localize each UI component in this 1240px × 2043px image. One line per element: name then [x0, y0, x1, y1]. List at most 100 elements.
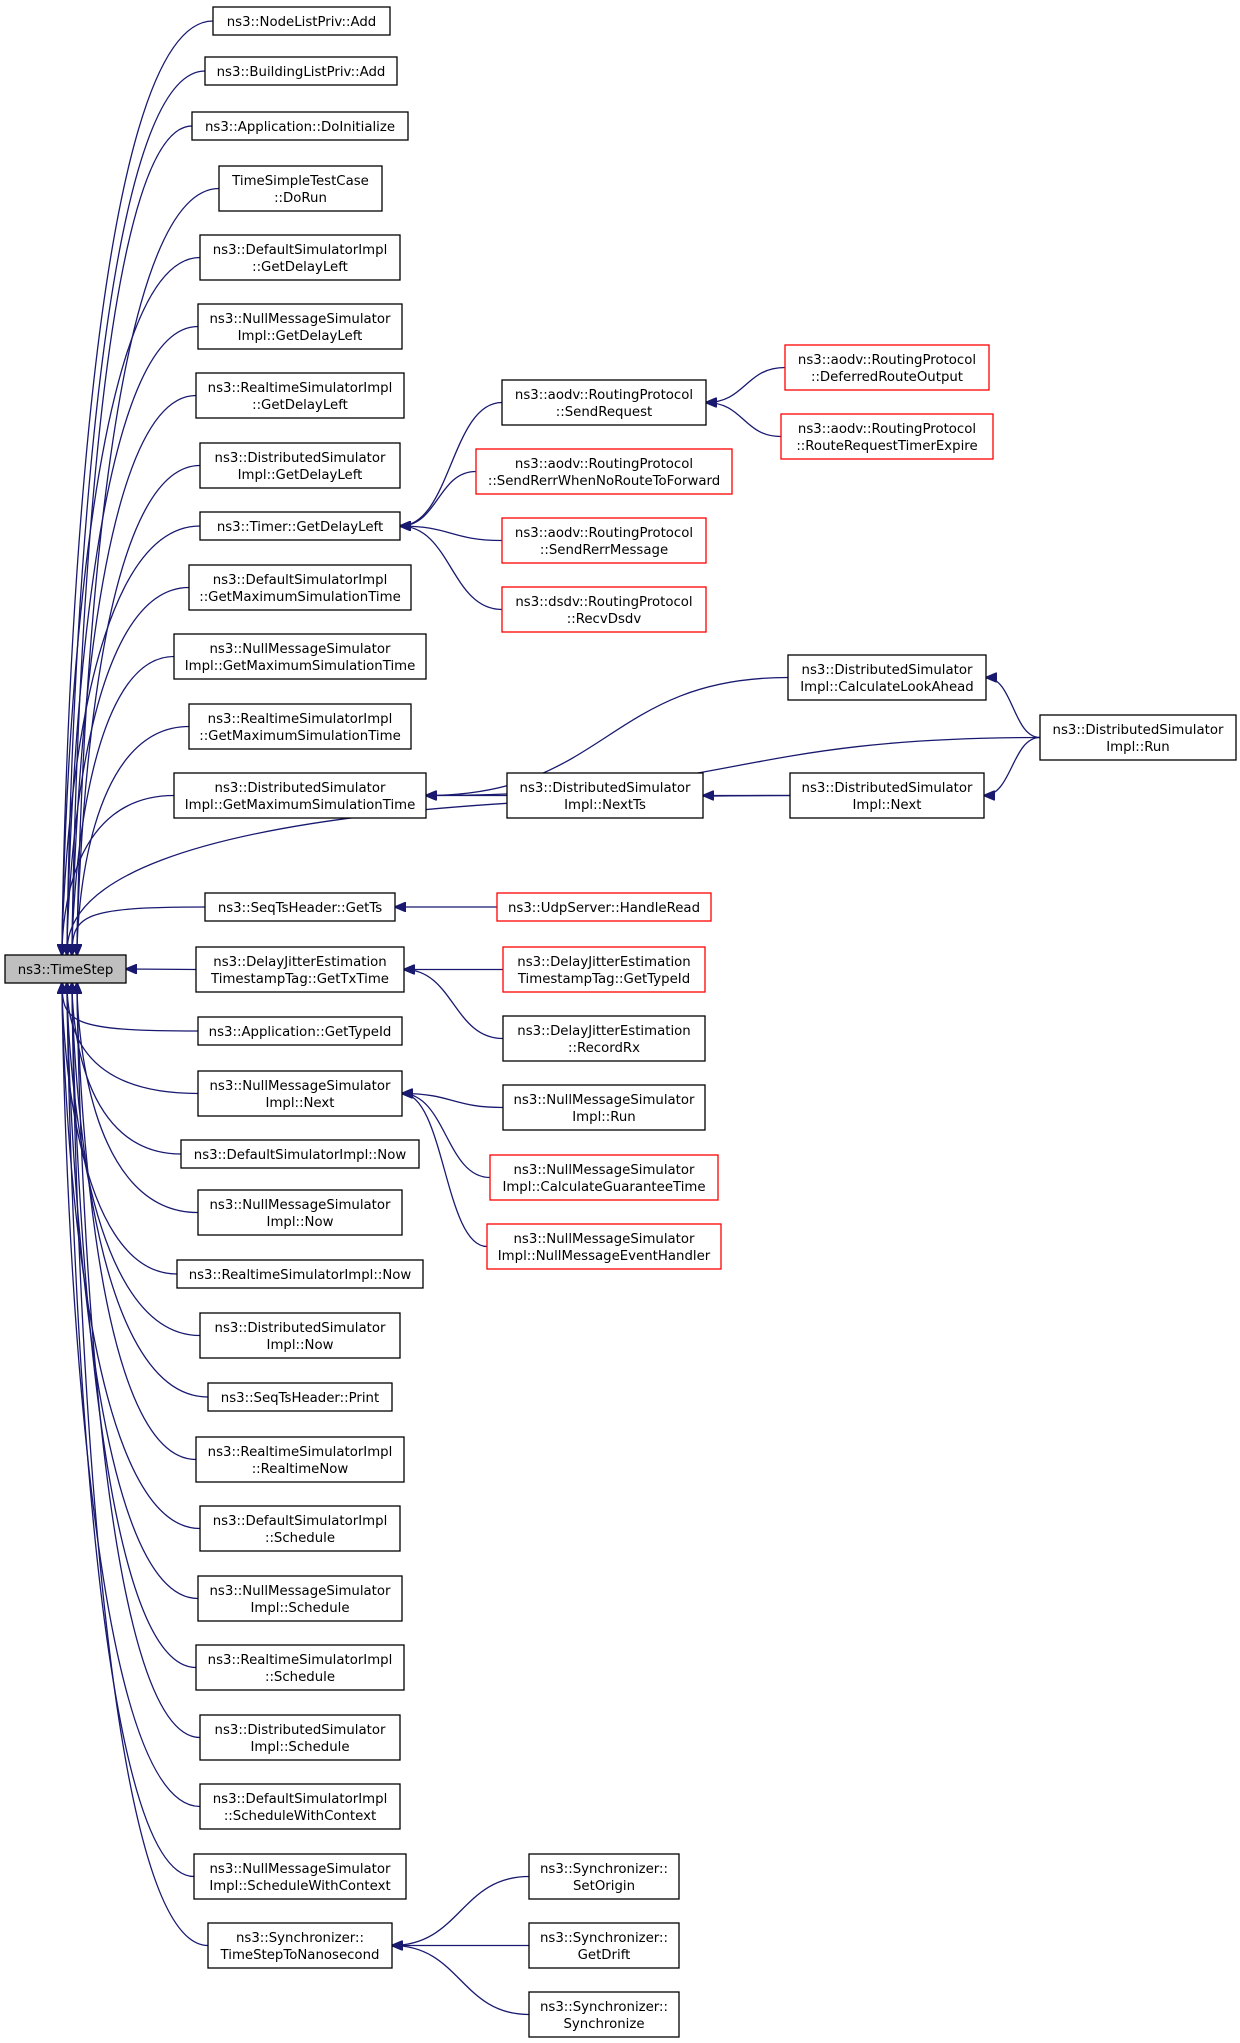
node-default_schedctx[interactable]: ns3::DefaultSimulatorImpl::ScheduleWithC… — [199, 1783, 401, 1830]
node-label: ns3::DefaultSimulatorImpl — [213, 1514, 388, 1529]
edge-nullmsg_run-to-nullmsg_next — [402, 1094, 504, 1109]
node-default_schedule[interactable]: ns3::DefaultSimulatorImpl::Schedule — [199, 1505, 401, 1552]
node-label: Impl::Run — [572, 1110, 635, 1125]
node-default_now[interactable]: ns3::DefaultSimulatorImpl::Now — [180, 1139, 420, 1169]
node-box — [204, 56, 398, 86]
node-label: ns3::NullMessageSimulator — [210, 1198, 392, 1213]
node-dist_getmaxsim[interactable]: ns3::DistributedSimulatorImpl::GetMaximu… — [173, 772, 427, 819]
node-sync_setorigin[interactable]: ns3::Synchronizer::SetOrigin — [528, 1853, 680, 1900]
node-aodv_senderrnoroute[interactable]: ns3::aodv::RoutingProtocol::SendRerrWhen… — [475, 448, 733, 495]
node-realtime_realtimenow[interactable]: ns3::RealtimeSimulatorImpl::RealtimeNow — [195, 1436, 405, 1483]
node-sync_getdrift[interactable]: ns3::Synchronizer::GetDrift — [528, 1922, 680, 1969]
node-realtime_getmaxsim[interactable]: ns3::RealtimeSimulatorImpl::GetMaximumSi… — [188, 703, 412, 750]
node-label: ns3::DefaultSimulatorImpl::Now — [194, 1148, 407, 1163]
node-aodv_deferred[interactable]: ns3::aodv::RoutingProtocol::DeferredRout… — [784, 344, 990, 391]
node-label: ns3::Synchronizer:: — [540, 1931, 668, 1946]
node-box — [195, 1436, 405, 1483]
node-label: Impl::GetMaximumSimulationTime — [185, 798, 416, 813]
node-timestep[interactable]: ns3::TimeStep — [4, 954, 127, 984]
node-label: ns3::DistributedSimulator — [1053, 723, 1224, 738]
node-nullmsg_schedctx[interactable]: ns3::NullMessageSimulatorImpl::ScheduleW… — [193, 1853, 407, 1900]
node-box — [4, 954, 127, 984]
node-label: ::RecvDsdv — [567, 612, 642, 627]
node-default_getdelayleft[interactable]: ns3::DefaultSimulatorImpl::GetDelayLeft — [199, 234, 401, 281]
node-box — [195, 1644, 405, 1691]
node-label: ns3::NullMessageSimulator — [514, 1232, 696, 1247]
node-label: ns3::RealtimeSimulatorImpl — [208, 1653, 393, 1668]
node-seqts_print[interactable]: ns3::SeqTsHeader::Print — [207, 1382, 393, 1412]
node-realtime_getdelayleft[interactable]: ns3::RealtimeSimulatorImpl::GetDelayLeft — [195, 372, 405, 419]
node-box — [199, 1714, 401, 1761]
node-buildinglist_add[interactable]: ns3::BuildingListPriv::Add — [204, 56, 398, 86]
node-box — [784, 344, 990, 391]
node-nullmsg_getmaxsim[interactable]: ns3::NullMessageSimulatorImpl::GetMaximu… — [173, 633, 427, 680]
node-label: ns3::DistributedSimulator — [520, 781, 691, 796]
edge-aodv_senderrnoroute-to-timer_getdelayleft — [400, 470, 477, 527]
node-label: ns3::DistributedSimulator — [215, 451, 386, 466]
node-aodv_senderrmsg[interactable]: ns3::aodv::RoutingProtocol::SendRerrMess… — [501, 517, 707, 564]
node-realtime_schedule[interactable]: ns3::RealtimeSimulatorImpl::Schedule — [195, 1644, 405, 1691]
node-app_gettypeid[interactable]: ns3::Application::GetTypeId — [197, 1016, 403, 1046]
node-aodv_routereqtimer[interactable]: ns3::aodv::RoutingProtocol::RouteRequest… — [780, 413, 994, 460]
node-label: Impl::Schedule — [250, 1601, 349, 1616]
node-label: ns3::Synchronizer:: — [540, 2000, 668, 2015]
nodes-layer: ns3::TimeStep ns3::NodeListPriv::Addns3::… — [4, 6, 1237, 2038]
edge-dist_schedule-to-timestep — [77, 983, 201, 1739]
node-label: ::SendRequest — [556, 405, 652, 420]
node-label: ns3::NullMessageSimulator — [210, 1862, 392, 1877]
node-label: Impl::GetDelayLeft — [238, 329, 363, 344]
node-label: TimeStepToNanosecond — [220, 1948, 380, 1963]
node-label: Impl::Run — [1106, 740, 1169, 755]
node-label: ns3::aodv::RoutingProtocol — [798, 353, 976, 368]
node-default_getmaxsim[interactable]: ns3::DefaultSimulatorImpl::GetMaximumSim… — [188, 564, 412, 611]
node-box — [188, 564, 412, 611]
node-seqts_getts[interactable]: ns3::SeqTsHeader::GetTs — [204, 892, 396, 922]
edge-dist_calclookahead-to-dist_getmaxsim — [426, 676, 789, 796]
edge-default_getdelayleft-to-timestep — [62, 256, 201, 956]
node-app_doinit[interactable]: ns3::Application::DoInitialize — [191, 111, 409, 141]
node-delayjitter_gettypeid[interactable]: ns3::DelayJitterEstimationTimestampTag::… — [502, 946, 706, 993]
node-sync_synchronize[interactable]: ns3::Synchronizer::Synchronize — [528, 1991, 680, 2038]
node-dsdv_recvdsdv[interactable]: ns3::dsdv::RoutingProtocol::RecvDsdv — [501, 586, 707, 633]
node-sync_timesteptonano[interactable]: ns3::Synchronizer::TimeStepToNanosecond — [207, 1922, 393, 1969]
node-nullmsg_getdelayleft[interactable]: ns3::NullMessageSimulatorImpl::GetDelayL… — [197, 303, 403, 350]
node-label: ::SendRerrWhenNoRouteToForward — [488, 474, 720, 489]
node-label: ::GetDelayLeft — [252, 260, 348, 275]
edge-sync_timesteptonano-to-timestep — [72, 983, 209, 1947]
node-label: ns3::NodeListPriv::Add — [227, 15, 377, 30]
node-nodelist_add[interactable]: ns3::NodeListPriv::Add — [212, 6, 391, 36]
node-udpserver_handleread[interactable]: ns3::UdpServer::HandleRead — [496, 892, 712, 922]
node-label: ns3::dsdv::RoutingProtocol — [515, 595, 692, 610]
node-box — [195, 372, 405, 419]
edge-delayjitter_recordrx-to-delayjitter_gettxtime — [404, 970, 504, 1040]
node-dist_getdelayleft[interactable]: ns3::DistributedSimulatorImpl::GetDelayL… — [199, 442, 401, 489]
node-box — [787, 654, 987, 701]
node-nullmsg_eventhandler[interactable]: ns3::NullMessageSimulatorImpl::NullMessa… — [486, 1223, 722, 1270]
node-dist_calclookahead[interactable]: ns3::DistributedSimulatorImpl::Calculate… — [787, 654, 987, 701]
node-timer_getdelayleft[interactable]: ns3::Timer::GetDelayLeft — [199, 511, 401, 541]
node-label: ns3::DefaultSimulatorImpl — [213, 573, 388, 588]
edge-buildinglist_add-to-timestep — [67, 70, 206, 955]
node-box — [486, 1223, 722, 1270]
node-label: ns3::DelayJitterEstimation — [517, 955, 690, 970]
node-label: ns3::BuildingListPriv::Add — [217, 65, 386, 80]
node-realtime_now[interactable]: ns3::RealtimeSimulatorImpl::Now — [176, 1259, 424, 1289]
node-aodv_sendrequest[interactable]: ns3::aodv::RoutingProtocol::SendRequest — [501, 379, 707, 426]
node-delayjitter_recordrx[interactable]: ns3::DelayJitterEstimation::RecordRx — [502, 1015, 706, 1062]
node-box — [191, 111, 409, 141]
node-timesimple_dorun[interactable]: TimeSimpleTestCase::DoRun — [218, 165, 383, 212]
edge-nullmsg_eventhandler-to-nullmsg_next — [402, 1094, 488, 1248]
node-label: ns3::NullMessageSimulator — [210, 1584, 392, 1599]
node-box — [197, 1070, 403, 1117]
node-delayjitter_gettxtime[interactable]: ns3::DelayJitterEstimationTimestampTag::… — [195, 946, 405, 993]
node-nullmsg_calcguarantee[interactable]: ns3::NullMessageSimulatorImpl::Calculate… — [489, 1154, 719, 1201]
